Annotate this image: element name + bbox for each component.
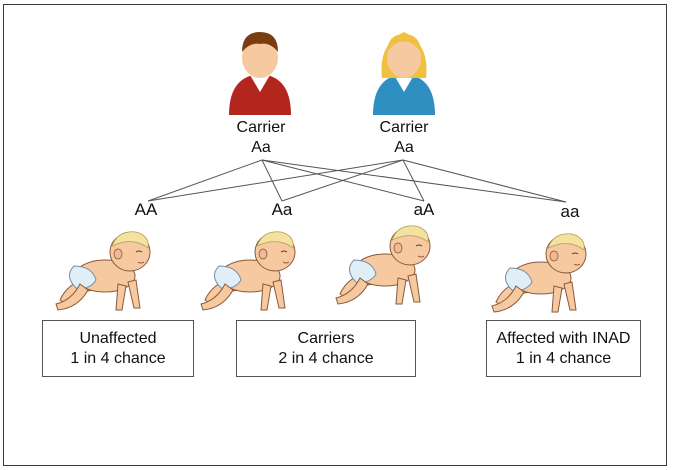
outcome-chance: 2 in 4 chance — [278, 349, 374, 367]
outcome-title: Carriers — [297, 329, 355, 347]
outcome-title: Affected with INAD — [496, 329, 631, 347]
outcome-title: Unaffected — [79, 329, 157, 347]
inheritance-lines — [147, 159, 567, 203]
offspring-genotype-aa-recessive: aa — [560, 202, 580, 221]
outcome-chance: 1 in 4 chance — [70, 349, 166, 367]
mother-icon — [373, 32, 435, 115]
offspring-genotype-aa-dominant: AA — [134, 200, 158, 219]
father-icon — [229, 32, 291, 115]
father-label: Carrier — [236, 119, 286, 136]
baby-icon — [55, 231, 151, 311]
outcome-chance: 1 in 4 chance — [515, 349, 612, 367]
offspring-genotype-aa-carrier-1: Aa — [271, 200, 293, 219]
father-genotype: Aa — [251, 139, 271, 156]
baby-icon — [200, 231, 296, 311]
outcome-unaffected-box: Unaffected 1 in 4 chance — [42, 320, 194, 377]
baby-icon — [491, 233, 587, 313]
mother-label: Carrier — [379, 119, 429, 136]
diagram-frame — [3, 4, 667, 466]
outcome-affected-box: Affected with INAD 1 in 4 chance — [486, 320, 641, 377]
offspring-genotype-aa-carrier-2: aA — [413, 200, 435, 219]
baby-icon — [335, 225, 431, 305]
mother-genotype: Aa — [394, 139, 414, 156]
outcome-carriers-box: Carriers 2 in 4 chance — [236, 320, 416, 377]
